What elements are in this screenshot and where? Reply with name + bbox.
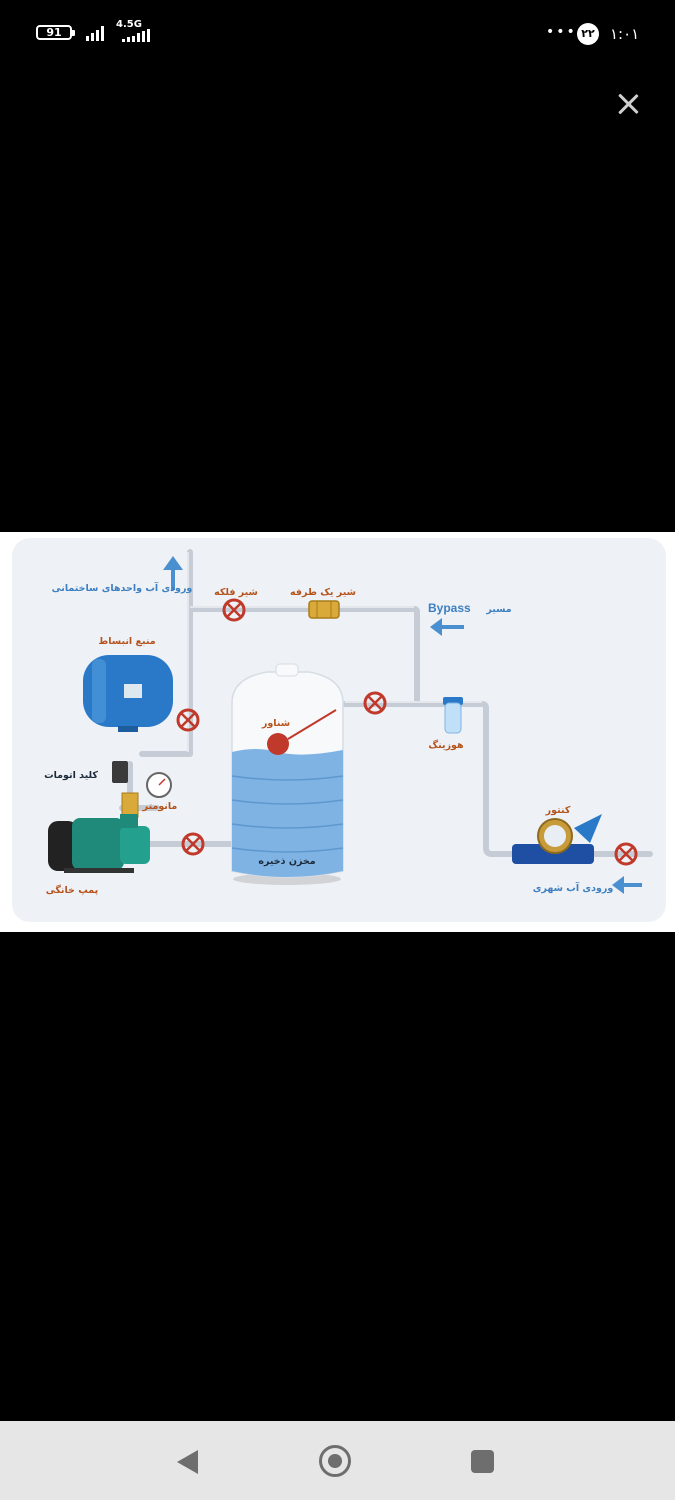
battery-icon: 91 [36,25,75,40]
label-auto-switch: کلید اتومات [44,770,98,781]
network-type: 4.5G [116,19,142,30]
label-float: شناور [261,718,290,729]
label-building-inlet: ورودی آب واحدهای ساختمانی [52,581,193,594]
battery-level: 91 [46,26,62,39]
check-valve-icon [308,600,340,619]
valve-icon-bottom [181,832,205,856]
up-arrow-icon [163,556,183,590]
navigation-bar [0,1421,675,1500]
left-arrow-icon-city [612,876,642,894]
brass-fitting-icon [121,792,139,818]
valve-icon-left [176,708,200,732]
label-meter: کنتور [545,805,571,816]
label-manometer: مانومتر [142,801,178,812]
label-storage-tank: مخزن ذخیره [258,856,315,867]
label-city-inlet: ورودی آب شهری [533,881,614,894]
signal-icon [86,24,104,41]
label-valve: شیر فلکه [214,587,258,598]
label-expansion-tank: منبع انبساط [98,636,155,647]
more-notifications-icon: ••• [546,24,577,40]
close-icon[interactable] [612,88,644,120]
label-check-valve: شیر یک طرفه [290,587,356,598]
storage-tank-icon [231,663,344,885]
recents-square-icon[interactable] [471,1450,494,1473]
valve-icon-top [222,598,246,622]
label-home-pump: پمپ خانگی [46,884,98,896]
valve-icon-meter [614,842,638,866]
water-meter-icon [512,814,602,864]
image-viewer[interactable]: ورودی آب واحدهای ساختمانی Bypass مسیر شی… [0,532,675,932]
valve-icon-right [363,691,387,715]
label-bypass-path: مسیر [485,604,511,615]
label-bypass-word: Bypass [428,601,471,615]
notification-badge: ۲۲ [577,23,599,45]
signal-icon-2 [122,29,150,42]
diagram-svg: ورودی آب واحدهای ساختمانی Bypass مسیر شی… [44,549,653,896]
manometer-icon [146,772,172,798]
water-system-diagram: ورودی آب واحدهای ساختمانی Bypass مسیر شی… [12,538,666,922]
status-bar: 91 4.5G ••• ۲۲ ۱:۰۱ [0,0,675,66]
left-arrow-icon [430,618,464,636]
housing-filter-icon [443,697,463,734]
pressure-switch-icon [112,761,128,783]
expansion-tank-icon [83,655,173,732]
label-housing: هوزینگ [428,739,464,751]
pump-icon [48,814,150,873]
status-time: ۱:۰۱ [610,25,640,43]
back-triangle-icon[interactable] [177,1450,198,1474]
home-circle-icon[interactable] [319,1445,351,1477]
